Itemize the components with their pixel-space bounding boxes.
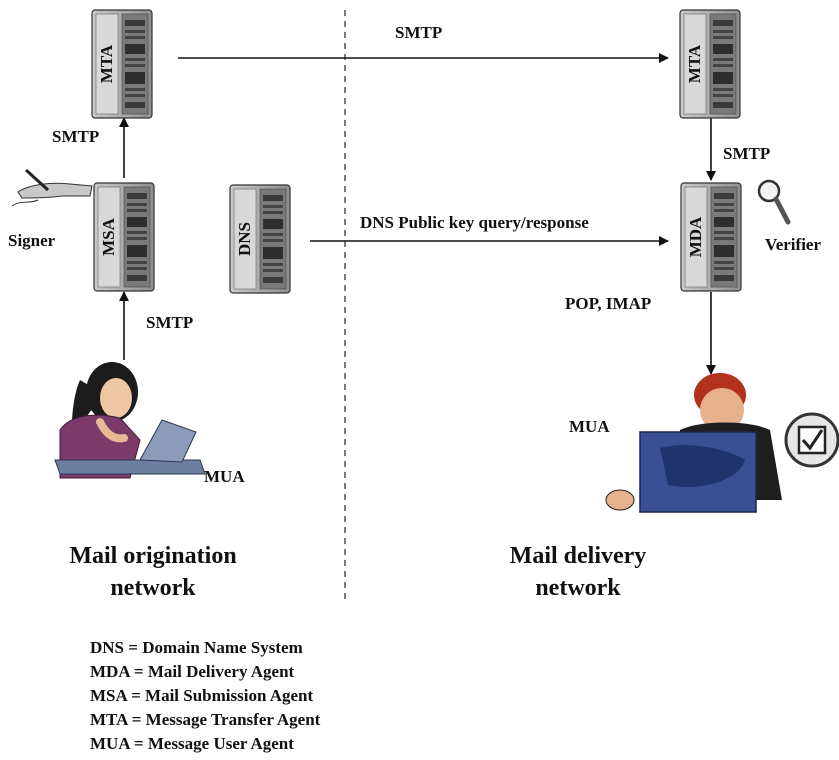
legend-item-mda: MDA = Mail Delivery Agent [90,662,295,681]
network-origination-title: Mail origination network [48,540,258,605]
label-smtp-right: SMTP [723,144,771,163]
network-origination-line2: network [110,575,196,602]
legend: DNS = Domain Name System MDA = Mail Deli… [90,636,320,756]
legend-item-msa: MSA = Mail Submission Agent [90,686,314,705]
legend-item-dns: DNS = Domain Name System [90,638,303,657]
checkmark-badge-icon [784,412,839,468]
server-dns: DNS [229,184,291,294]
server-label-mda: MDA [686,216,705,257]
server-msa: MSA [93,182,155,292]
server-mta-origin: MTA [91,9,153,119]
magnifier-icon [757,179,791,225]
man-laptop-icon [605,373,782,513]
label-smtp-left-lower: SMTP [146,313,194,332]
server-label-dns: DNS [235,222,254,256]
server-label-msa: MSA [99,217,118,256]
label-pop-imap: POP, IMAP [565,294,652,313]
network-delivery-title: Mail delivery network [478,540,678,605]
legend-item-mta: MTA = Message Transfer Agent [90,710,321,729]
label-dns-query: DNS Public key query/response [360,213,589,232]
server-label-mta-delivery: MTA [685,44,704,83]
network-delivery-line1: Mail delivery [509,543,647,569]
network-delivery-line2: network [535,575,621,602]
label-mua-right: MUA [569,417,610,436]
label-verifier: Verifier [765,235,822,254]
server-label-mta-origin: MTA [97,44,116,83]
label-mua-left: MUA [204,467,245,486]
server-mda: MDA [680,182,742,292]
network-origination-line1: Mail origination [69,543,237,569]
label-signer: Signer [8,231,56,250]
server-mta-delivery: MTA [679,9,741,119]
woman-laptop-icon [54,362,206,479]
label-smtp-top: SMTP [395,23,443,42]
legend-item-mua: MUA = Message User Agent [90,734,294,753]
label-smtp-left-upper: SMTP [52,127,100,146]
signer-pen-hand-icon [11,168,93,207]
